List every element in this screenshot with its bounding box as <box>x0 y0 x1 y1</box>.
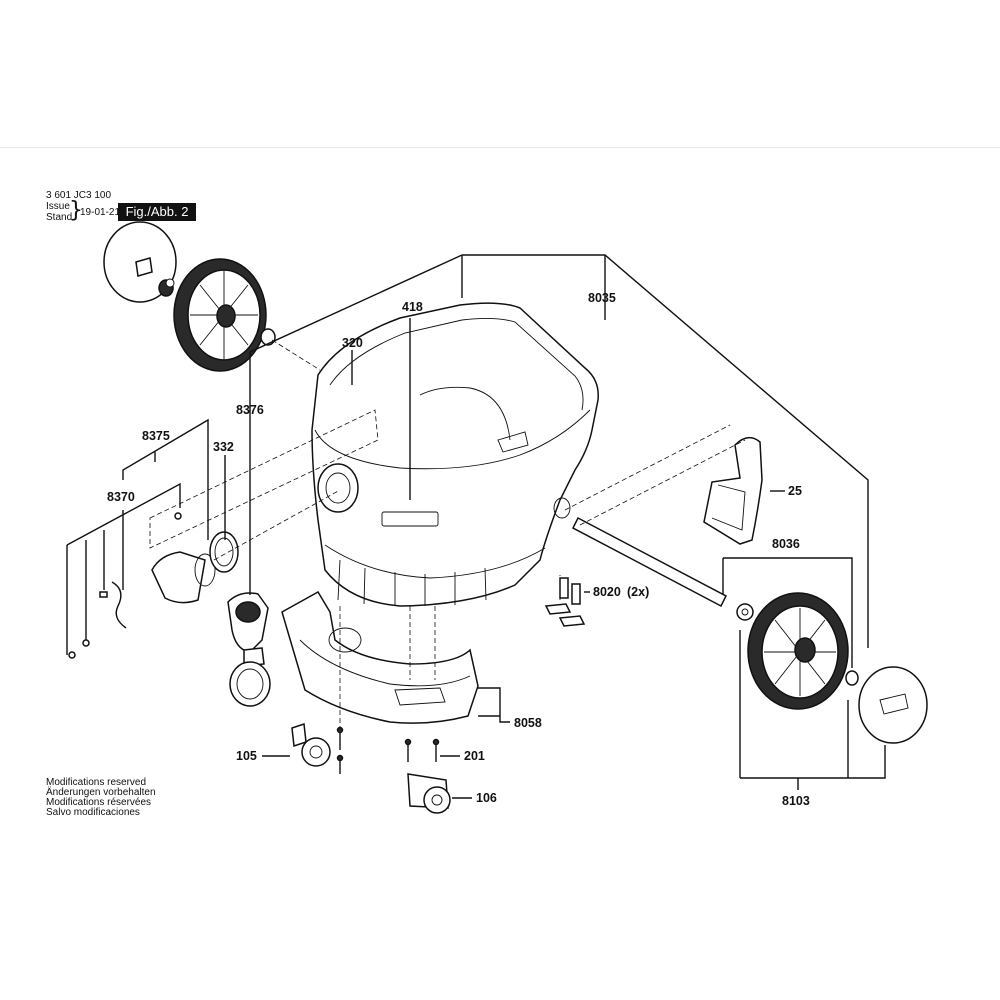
caster-105 <box>291 722 331 767</box>
screws-8020 <box>544 577 586 627</box>
callout-8058: 8058 <box>514 716 542 730</box>
callout-320: 320 <box>342 336 363 350</box>
issue-date: 19-01-21 <box>80 207 121 218</box>
wheel-cover-left <box>103 221 177 303</box>
caster-106 <box>407 773 451 814</box>
callout-418: 418 <box>402 300 423 314</box>
hose-coupling <box>227 592 271 707</box>
callout-332: 332 <box>213 440 234 454</box>
callout-8020-qty: (2x) <box>627 585 650 599</box>
callout-105: 105 <box>236 749 257 763</box>
wheel-left <box>173 258 276 372</box>
page-divider <box>0 147 1000 148</box>
callout-8370: 8370 <box>107 490 135 504</box>
figure-label: Fig./Abb. 2 <box>118 203 196 221</box>
issue-label: Issue <box>46 201 70 212</box>
stand-label: Stand <box>46 212 73 223</box>
screws-201 <box>336 726 440 774</box>
part-number: 3 601 JC3 100 <box>46 190 112 201</box>
wheel-right <box>747 592 859 710</box>
callout-8376: 8376 <box>236 403 264 417</box>
note-es: Salvo modificaciones <box>46 807 140 818</box>
callout-201: 201 <box>464 749 485 763</box>
callout-8375: 8375 <box>142 429 170 443</box>
axle <box>572 516 754 621</box>
callout-8103: 8103 <box>782 794 810 808</box>
callout-8035: 8035 <box>588 291 616 305</box>
note-de: Änderungen vorbehalten <box>46 787 156 798</box>
leader-lines <box>66 254 886 799</box>
note-en: Modifications reserved <box>46 777 147 788</box>
callout-8036: 8036 <box>772 537 800 551</box>
clip-bracket <box>703 436 763 545</box>
callout-25: 25 <box>788 484 802 498</box>
bottom-bumper <box>281 590 479 724</box>
brace-symbol: } <box>69 198 83 223</box>
container-tank <box>311 302 599 607</box>
callout-8020: 8020 <box>593 585 621 599</box>
inlet-socket-parts <box>68 512 239 659</box>
wheel-cover-right <box>858 666 928 744</box>
callout-106: 106 <box>476 791 497 805</box>
note-fr: Modifications réservées <box>46 797 152 808</box>
